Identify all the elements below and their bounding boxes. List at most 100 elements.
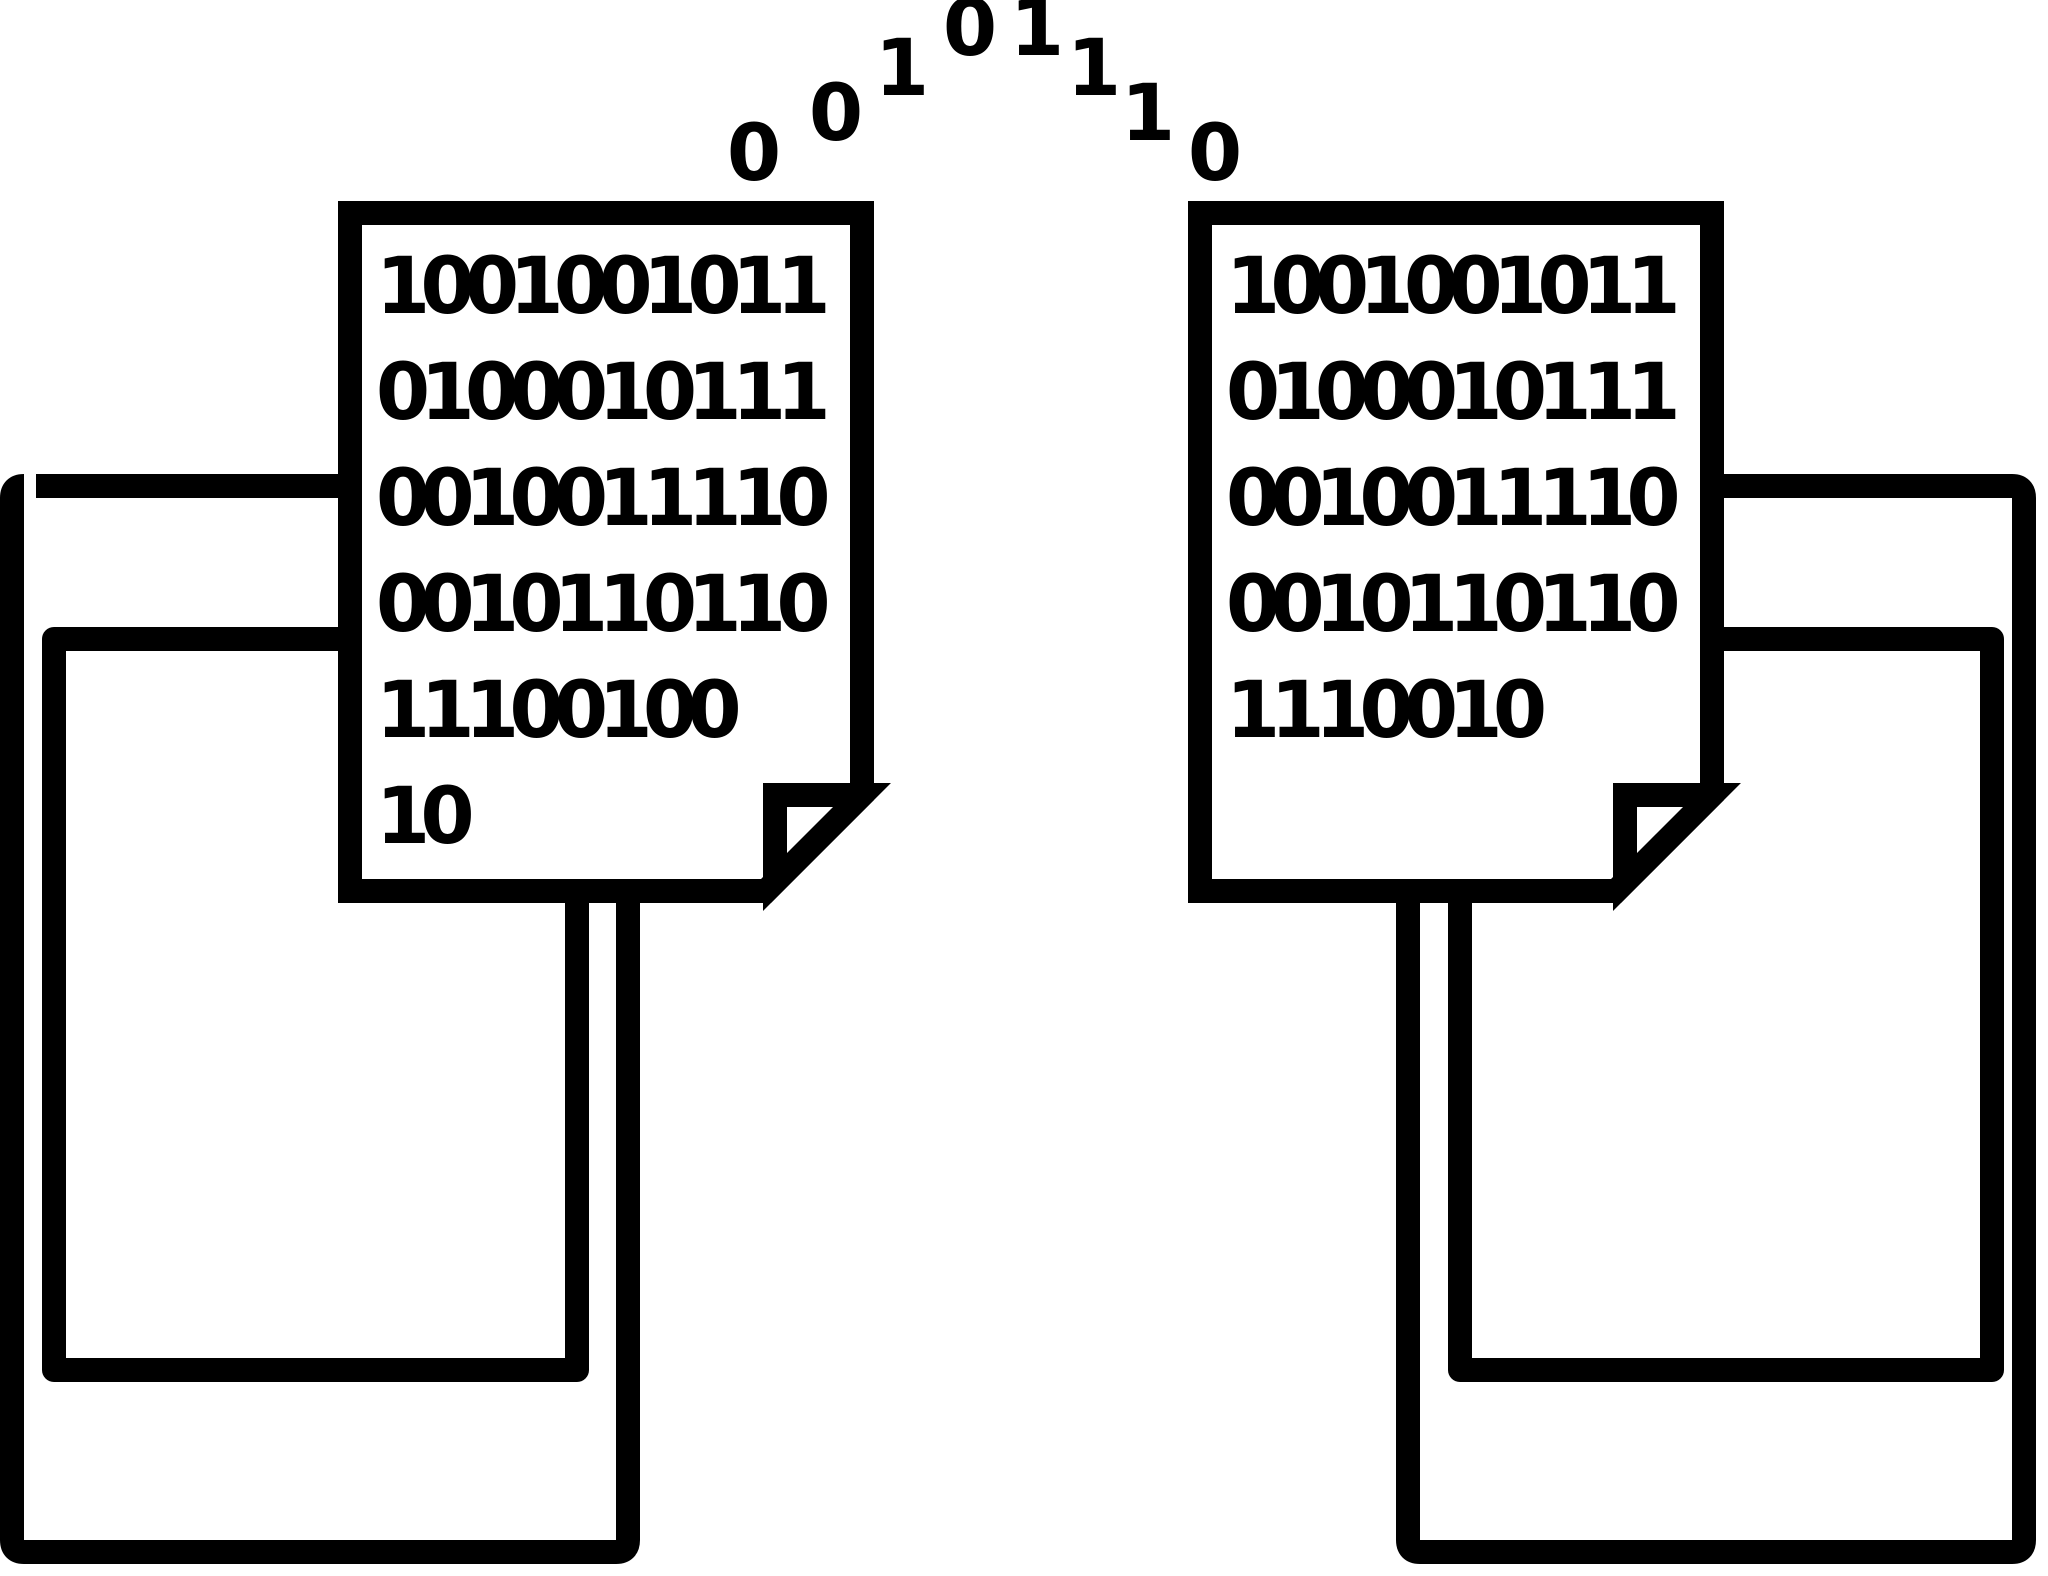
binary-digit: 1 — [598, 348, 652, 438]
binary-digit: 1 — [1626, 242, 1680, 332]
binary-digit: 0 — [1270, 242, 1324, 332]
binary-digit: 1 — [776, 242, 830, 332]
binary-digit: 1 — [465, 454, 519, 544]
left-computer-screen — [42, 627, 589, 1382]
binary-digit: 0 — [1270, 560, 1324, 650]
binary-digit: 1 — [1270, 666, 1324, 756]
binary-digit: 0 — [643, 560, 697, 650]
binary-digit: 0 — [1404, 242, 1458, 332]
binary-digit: 0 — [1359, 666, 1413, 756]
binary-digit: 1 — [776, 348, 830, 438]
stream-digit: 1 — [1010, 0, 1064, 74]
binary-digit: 1 — [643, 242, 697, 332]
binary-digit: 0 — [1315, 348, 1369, 438]
binary-digit: 1 — [465, 666, 519, 756]
binary-digit: 0 — [1226, 560, 1280, 650]
binary-digit: 1 — [1448, 666, 1502, 756]
binary-digit: 1 — [732, 348, 786, 438]
binary-digit: 0 — [1226, 348, 1280, 438]
right-computer-case — [1396, 474, 2036, 1564]
left-document: 1001001011010001011100100111100010110110… — [338, 201, 891, 911]
binary-digit: 0 — [1270, 454, 1324, 544]
binary-digit: 0 — [376, 454, 430, 544]
binary-digit: 0 — [598, 242, 652, 332]
binary-digit: 1 — [732, 454, 786, 544]
binary-digit: 1 — [465, 560, 519, 650]
binary-digit: 0 — [643, 666, 697, 756]
binary-digit: 1 — [598, 560, 652, 650]
binary-digit: 0 — [1359, 560, 1413, 650]
binary-digit: 0 — [1448, 242, 1502, 332]
binary-digit: 0 — [1493, 666, 1547, 756]
binary-digit: 1 — [1404, 560, 1458, 650]
binary-digit: 0 — [420, 772, 474, 862]
binary-digit: 1 — [1582, 560, 1636, 650]
binary-digit: 0 — [376, 348, 430, 438]
binary-digit: 1 — [420, 348, 474, 438]
binary-digit: 1 — [1582, 348, 1636, 438]
binary-digit: 0 — [376, 560, 430, 650]
binary-digit: 0 — [465, 242, 519, 332]
stream-digit: 0 — [727, 109, 781, 199]
left-computer-case — [0, 474, 640, 1564]
right-document-binary-text: 1001001011010001011100100111100010110110… — [1226, 242, 1681, 756]
binary-digit: 1 — [1270, 348, 1324, 438]
binary-digit: 1 — [554, 560, 608, 650]
binary-digit: 1 — [376, 666, 430, 756]
binary-digit: 1 — [1226, 666, 1280, 756]
binary-digit: 1 — [1537, 348, 1591, 438]
binary-digit: 0 — [465, 348, 519, 438]
binary-digit: 0 — [554, 666, 608, 756]
binary-digit: 1 — [1493, 454, 1547, 544]
binary-digit: 0 — [687, 666, 741, 756]
binary-digit: 0 — [776, 454, 830, 544]
binary-digit: 1 — [1493, 242, 1547, 332]
left-computer — [0, 474, 640, 1564]
binary-digit: 0 — [1493, 560, 1547, 650]
binary-digit: 1 — [687, 454, 741, 544]
binary-digit: 1 — [598, 454, 652, 544]
stream-digit: 0 — [809, 69, 863, 159]
binary-digit: 0 — [509, 454, 563, 544]
binary-digit: 0 — [1493, 348, 1547, 438]
stream-digit: 1 — [875, 24, 929, 114]
binary-digit: 1 — [1582, 454, 1636, 544]
stream-digit: 1 — [1067, 24, 1121, 114]
binary-digit: 0 — [420, 242, 474, 332]
binary-digit: 1 — [376, 242, 430, 332]
binary-digit: 0 — [1626, 560, 1680, 650]
binary-digit: 0 — [776, 560, 830, 650]
right-computer — [1396, 474, 2036, 1564]
stream-digit: 1 — [1121, 69, 1175, 159]
binary-digit: 0 — [1404, 454, 1458, 544]
left-document-binary-text: 1001001011010001011100100111100010110110… — [376, 242, 831, 862]
binary-digit: 1 — [1315, 454, 1369, 544]
binary-digit: 0 — [420, 454, 474, 544]
binary-digit: 0 — [509, 560, 563, 650]
binary-digit: 0 — [1537, 242, 1591, 332]
binary-digit: 0 — [1404, 348, 1458, 438]
binary-digit: 0 — [1359, 348, 1413, 438]
binary-digit: 1 — [1448, 454, 1502, 544]
binary-digit: 1 — [420, 666, 474, 756]
binary-digit: 0 — [1315, 242, 1369, 332]
binary-digit: 1 — [732, 242, 786, 332]
right-computer-screen — [1448, 627, 2004, 1382]
binary-digit: 0 — [1626, 454, 1680, 544]
binary-digit: 0 — [554, 348, 608, 438]
binary-digit: 1 — [1315, 560, 1369, 650]
binary-digit: 1 — [1537, 560, 1591, 650]
binary-digit: 0 — [687, 242, 741, 332]
stream-digit: 0 — [943, 0, 997, 74]
binary-digit: 1 — [1626, 348, 1680, 438]
binary-digit: 0 — [554, 454, 608, 544]
binary-digit: 1 — [1582, 242, 1636, 332]
binary-digit: 1 — [732, 560, 786, 650]
binary-digit: 1 — [1537, 454, 1591, 544]
binary-digit: 0 — [509, 348, 563, 438]
binary-digit: 0 — [509, 666, 563, 756]
binary-digit: 0 — [1359, 454, 1413, 544]
binary-digit: 1 — [1359, 242, 1413, 332]
